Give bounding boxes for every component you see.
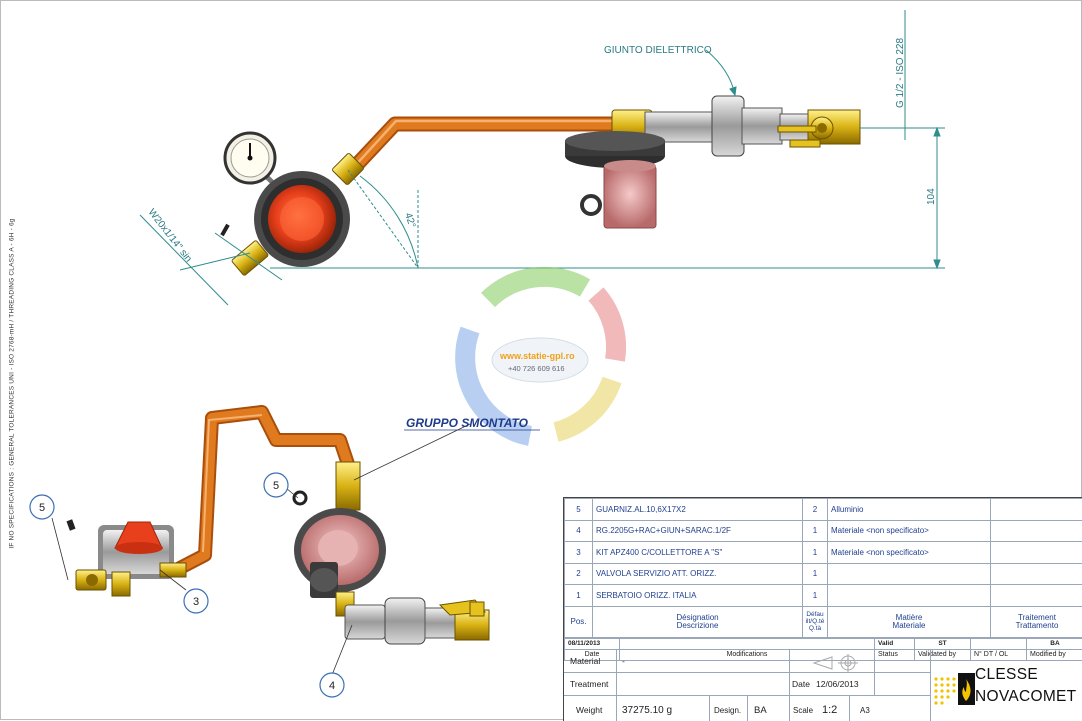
bom-pos: 5 <box>565 499 593 521</box>
brand-clesse: CLESSE <box>975 666 1038 684</box>
date-value: 12/06/2013 <box>816 679 859 689</box>
date-label: Date <box>792 679 810 689</box>
regulator-bottom-right <box>294 462 386 616</box>
material-value: - <box>622 656 625 666</box>
brand-novacomet: NOVACOMET <box>975 688 1076 706</box>
bom-pos: 1 <box>565 585 593 607</box>
bom-treatment <box>991 520 1082 542</box>
treatment-label: Treatment <box>570 679 608 689</box>
projection-symbol <box>810 653 870 673</box>
balloon-5-left: 5 <box>30 495 54 519</box>
bom-material: Materiale <non specificato> <box>828 542 991 564</box>
bom-material <box>828 563 991 585</box>
watermark-site: www.statie-gpl.ro <box>499 351 575 361</box>
bom-treatment <box>991 499 1082 521</box>
revision-valid: Valid <box>875 638 915 649</box>
bom-qty: 2 <box>803 499 828 521</box>
pressure-gauge-top <box>225 133 275 185</box>
bom-qty: 1 <box>803 585 828 607</box>
bom-material: Materiale <non specificato> <box>828 520 991 542</box>
balloon-4: 4 <box>320 673 344 697</box>
bom-material: Alluminio <box>828 499 991 521</box>
label-gruppo-smontato: GRUPPO SMONTATO <box>406 416 529 430</box>
scale-label: Scale <box>793 706 813 715</box>
svg-text:5: 5 <box>273 480 279 492</box>
bom-desc: GUARNIZ.AL.10,6X17X2 <box>593 499 803 521</box>
design-value: BA <box>754 705 767 716</box>
revision-modified-value: BA <box>1027 638 1082 649</box>
weight-label: Weight <box>576 705 602 715</box>
label-iso-228: G 1/2 - ISO 228 <box>895 38 906 108</box>
bom-qty: 1 <box>803 520 828 542</box>
valve-group-bottom <box>345 598 489 644</box>
bom-desc: RG.2205G+RAC+GIUN+SARAC.1/2F <box>593 520 803 542</box>
balloon-3: 3 <box>184 589 208 613</box>
bom-qty: 1 <box>803 563 828 585</box>
label-angle-42: 42° <box>402 212 417 230</box>
bom-material <box>828 585 991 607</box>
bom-pos: 3 <box>565 542 593 564</box>
revision-date-value: 08/11/2013 <box>565 638 620 649</box>
material-label: Material <box>570 656 600 666</box>
valve-group-top <box>565 96 900 228</box>
oring-small-top <box>220 224 229 236</box>
bom-qty: 1 <box>803 542 828 564</box>
regulator-bottom-left <box>66 519 186 596</box>
bom-treatment <box>991 563 1082 585</box>
bom-desc: KIT APZ400 C/COLLETTORE A "S" <box>593 542 803 564</box>
bom-desc: VALVOLA SERVIZIO ATT. ORIZZ. <box>593 563 803 585</box>
bom-pos: 2 <box>565 563 593 585</box>
label-thread-w20: W20x1/14" sin <box>146 207 194 264</box>
watermark-phone: +40 726 609 616 <box>508 364 565 373</box>
bom-desc: SERBATOIO ORIZZ. ITALIA <box>593 585 803 607</box>
label-dim-104: 104 <box>926 188 937 205</box>
scale-value: 1:2 <box>822 704 837 716</box>
bom-header-pos: Pos. <box>565 606 593 637</box>
revision-status-value: ST <box>915 638 971 649</box>
weight-value: 37275.10 g <box>622 705 672 716</box>
svg-text:4: 4 <box>329 680 335 692</box>
balloon-5-right: 5 <box>264 473 288 497</box>
bom-pos: 4 <box>565 520 593 542</box>
design-label: Design. <box>714 706 741 715</box>
regulator-top <box>254 171 350 267</box>
svg-text:3: 3 <box>193 596 199 608</box>
format-value: A3 <box>860 706 870 715</box>
bom-treatment <box>991 585 1082 607</box>
bom-treatment <box>991 542 1082 564</box>
svg-text:5: 5 <box>39 502 45 514</box>
label-giunto-dielettrico: GIUNTO DIELETTRICO <box>604 45 712 56</box>
